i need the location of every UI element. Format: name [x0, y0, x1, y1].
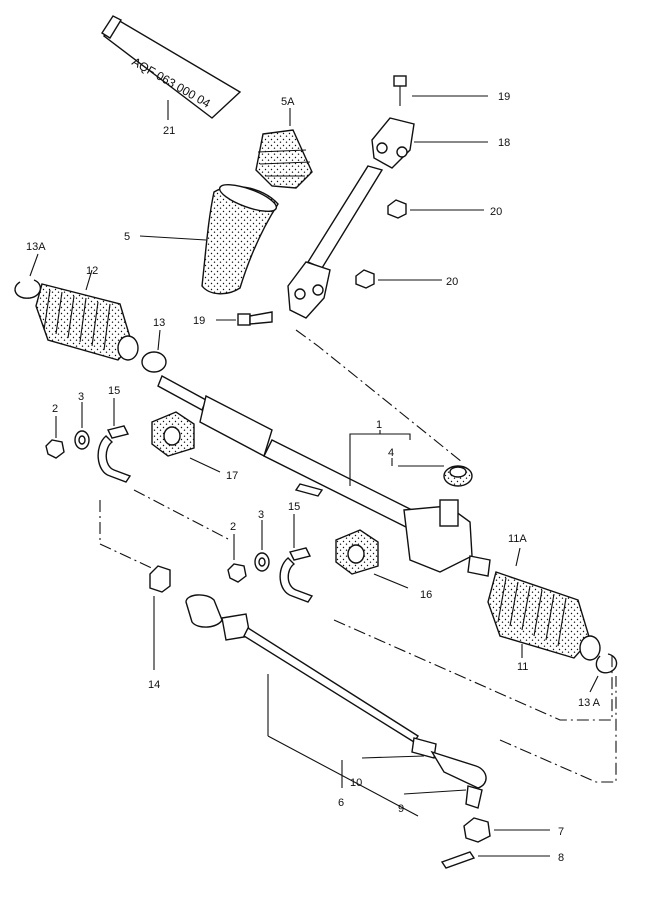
bellows-boot-left: [35, 283, 139, 361]
mounting-clamp-15-left: [97, 425, 132, 483]
callout-10: 10: [350, 777, 362, 789]
callout-20-upper: 20: [490, 206, 502, 218]
rubber-mount-16-right: [335, 529, 379, 575]
callout-2-right: 2: [230, 521, 236, 533]
cotter-pin-8: [440, 851, 476, 869]
grease-tube: AQF 063 000 04: [101, 15, 242, 119]
callout-15-left: 15: [108, 385, 120, 397]
callout-11a: 11A: [508, 533, 527, 545]
callout-18: 18: [498, 137, 510, 149]
callout-20-lower: 20: [446, 276, 458, 288]
universal-joint-lower: [287, 261, 331, 319]
callout-3-left: 3: [78, 391, 84, 403]
castle-nut-7: [463, 817, 491, 843]
universal-joint-upper: [371, 117, 415, 169]
callout-13: 13: [153, 317, 165, 329]
callout-4: 4: [388, 447, 394, 459]
boot-small: [255, 129, 313, 189]
callout-6: 6: [338, 797, 344, 809]
callout-19-lower: 19: [193, 315, 205, 327]
callout-11: 11: [517, 661, 528, 673]
nut-2-left: [45, 439, 65, 459]
callout-7: 7: [558, 826, 564, 838]
nut-20-lower: [355, 269, 375, 289]
callout-5a: 5A: [281, 96, 295, 108]
bellows-boot-right: [487, 571, 601, 661]
bolt-19-lower: [237, 311, 273, 326]
rubber-mount-17-left: [151, 411, 195, 457]
callout-1: 1: [376, 419, 382, 431]
callout-5: 5: [124, 231, 130, 243]
callout-9: 9: [398, 803, 404, 815]
clamp-13: [141, 351, 167, 373]
bolt-top: [393, 75, 407, 106]
callout-2-left: 2: [52, 403, 58, 415]
nut-2-right: [227, 563, 247, 583]
callout-19-top: 19: [498, 91, 510, 103]
nut-14: [149, 565, 171, 593]
washer-3-left: [74, 430, 90, 450]
callout-8: 8: [558, 852, 564, 864]
nut-20-upper: [387, 199, 407, 219]
callout-14: 14: [148, 679, 160, 691]
callout-21: 21: [163, 125, 175, 137]
steering-rack-housing: [157, 375, 491, 577]
callout-3-right: 3: [258, 509, 264, 521]
callout-15-right: 15: [288, 501, 300, 513]
seal-4: [443, 465, 473, 487]
washer-3-right: [254, 552, 270, 572]
callout-13a-top: 13A: [26, 241, 46, 253]
callout-12: 12: [86, 265, 98, 277]
callout-16: 16: [420, 589, 432, 601]
mounting-clamp-15-right: [279, 547, 314, 603]
tie-rod: [185, 594, 487, 809]
callout-17: 17: [226, 470, 238, 482]
boot-hose: [201, 184, 279, 295]
callout-13a-bottom: 13 A: [578, 697, 601, 709]
